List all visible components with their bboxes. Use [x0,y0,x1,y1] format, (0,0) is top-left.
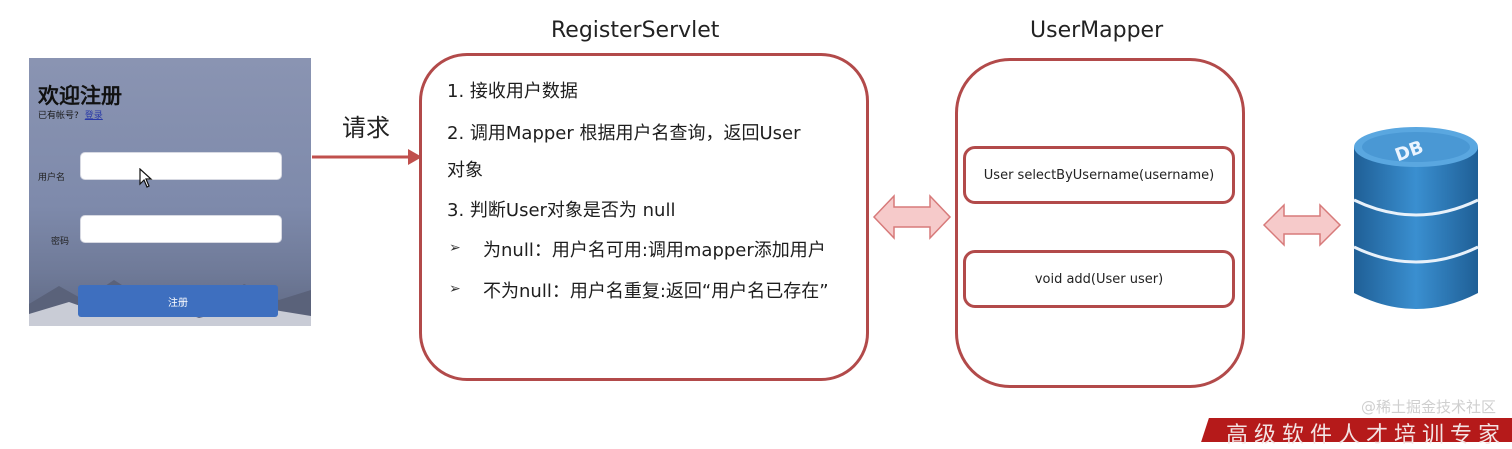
servlet-bullet-1: 为null：用户名可用:调用mapper添加用户 [483,240,826,261]
login-link[interactable]: 登录 [84,111,103,121]
add-user-method: void add(User user) [963,250,1235,308]
register-button[interactable]: 注册 [78,285,278,317]
request-arrow-icon [312,149,422,165]
select-by-username-method: User selectByUsername(username) [963,146,1235,204]
username-label: 用户名 [38,173,66,183]
username-input[interactable] [80,152,282,180]
user-mapper-title: UserMapper [1030,18,1164,43]
register-servlet-title: RegisterServlet [551,18,720,43]
mouse-cursor-icon [139,168,153,188]
servlet-bullet-2: 不为null：用户名重复:返回“用户名已存在” [483,281,829,302]
servlet-step-1: 1. 接收用户数据 [447,81,578,102]
bullet-arrow-icon: ➢ [449,240,461,256]
register-form-panel: 欢迎注册 已有帐号? 登录 用户名 密码 注册 [29,58,311,326]
register-servlet-box [419,53,869,381]
double-arrow-icon [872,194,952,240]
have-account-label: 已有帐号? [38,111,79,121]
password-input[interactable] [80,215,282,243]
password-label: 密码 [51,237,70,247]
watermark-text: @稀土掘金技术社区 [1360,398,1496,416]
footer-banner-text: 高级软件人才培训专家 [1226,423,1507,448]
servlet-step-2-cont: 对象 [447,160,483,181]
register-title: 欢迎注册 [38,84,122,108]
servlet-step-2: 2. 调用Mapper 根据用户名查询，返回User [447,123,801,144]
bullet-arrow-icon: ➢ [449,281,461,297]
request-label: 请求 [342,114,390,142]
user-mapper-box [955,58,1245,388]
double-arrow-icon [1262,203,1342,247]
have-account-text: 已有帐号? 登录 [38,108,103,121]
servlet-step-3: 3. 判断User对象是否为 null [447,200,676,221]
database-icon [1353,127,1479,309]
